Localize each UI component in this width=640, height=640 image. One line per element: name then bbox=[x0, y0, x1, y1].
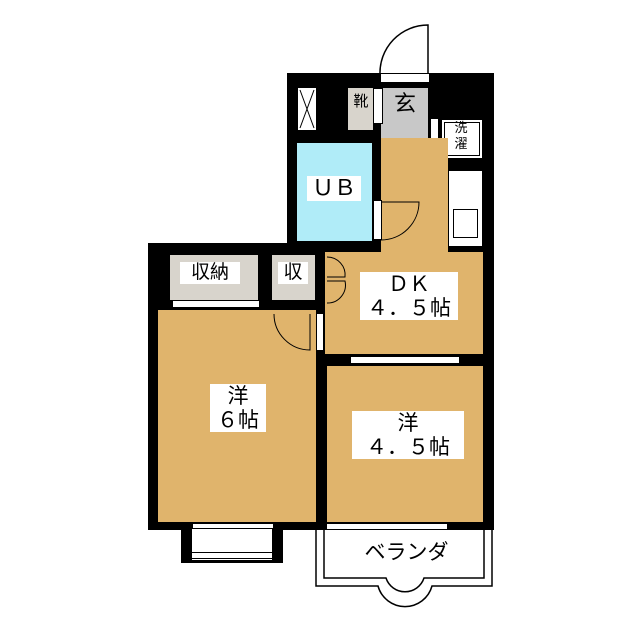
bath-door-swing-icon bbox=[381, 201, 420, 241]
western-room-6-label: 洋 ６帖 bbox=[210, 384, 266, 433]
entrance-door[interactable] bbox=[380, 73, 430, 83]
sliding-door[interactable] bbox=[350, 356, 460, 364]
entrance-door-icon bbox=[379, 24, 429, 76]
entrance-label: 玄 bbox=[393, 92, 416, 117]
laundry-label: 洗 濯 bbox=[446, 121, 476, 153]
shoe-storage-label: 靴 bbox=[353, 92, 369, 110]
bath-label: ＵＢ bbox=[307, 176, 361, 202]
western2-name: 洋 bbox=[397, 411, 419, 435]
balcony-window[interactable] bbox=[326, 523, 448, 530]
shoe-storage bbox=[348, 88, 373, 130]
laundry-label-line2: 濯 bbox=[454, 137, 468, 152]
pipe-space-cross-icon bbox=[299, 89, 315, 129]
window-sash bbox=[192, 523, 274, 529]
balcony-label: ベランダ bbox=[344, 540, 469, 565]
bath-door[interactable] bbox=[373, 200, 382, 240]
dk-label: ＤＫ ４．５帖 bbox=[360, 272, 458, 321]
kitchen-counter bbox=[448, 170, 483, 247]
storage-large-label: 収納 bbox=[180, 261, 240, 284]
shoe-door[interactable] bbox=[373, 88, 383, 124]
storage-small-label: 収 bbox=[278, 261, 308, 284]
dk-double-door-icon[interactable] bbox=[325, 255, 355, 305]
pipe-space bbox=[298, 88, 316, 130]
western1-size: ６帖 bbox=[217, 408, 259, 433]
entrance-area bbox=[381, 88, 428, 138]
sink-icon bbox=[453, 209, 478, 238]
dk-size: ４．５帖 bbox=[367, 296, 451, 321]
dk-name: ＤＫ bbox=[388, 272, 430, 296]
dk-floor bbox=[428, 160, 448, 170]
laundry-label-line1: 洗 bbox=[454, 121, 468, 136]
western1-name: 洋 bbox=[227, 384, 249, 408]
window[interactable] bbox=[192, 526, 272, 560]
dk-corridor bbox=[381, 138, 448, 253]
closet-door[interactable] bbox=[172, 300, 260, 308]
room6-door[interactable] bbox=[316, 313, 324, 351]
western2-size: ４．５帖 bbox=[366, 435, 450, 460]
room6-door-swing-icon bbox=[273, 313, 311, 351]
western-room-4-5-label: 洋 ４．５帖 bbox=[352, 411, 464, 460]
